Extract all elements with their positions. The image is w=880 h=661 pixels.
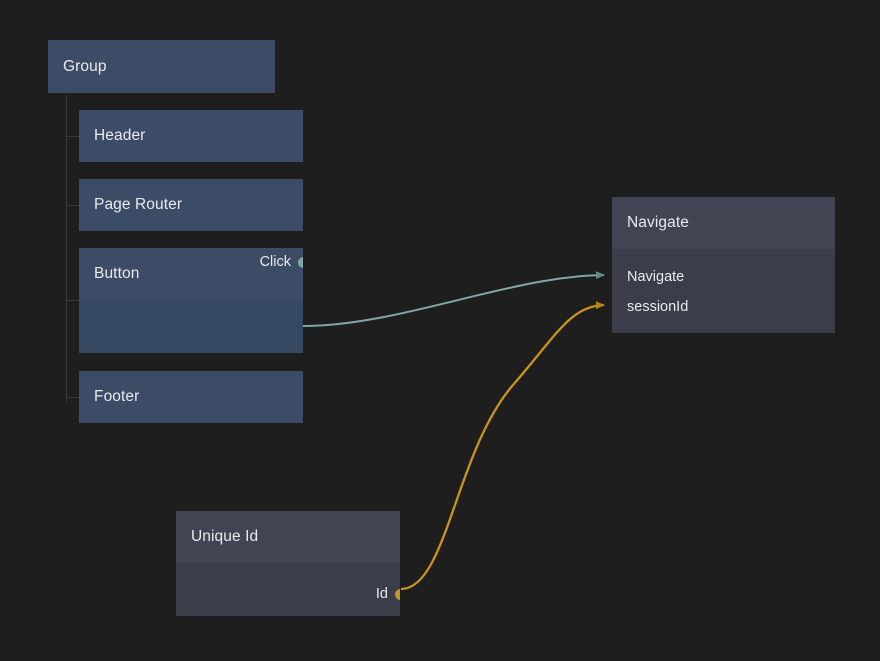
tree-stub-footer (66, 397, 79, 398)
node-navigate[interactable]: Navigate Navigate sessionId (612, 197, 835, 333)
tree-trunk-line (66, 95, 67, 402)
node-navigate-body: Navigate sessionId (612, 249, 835, 333)
node-footer[interactable]: Footer (79, 371, 303, 423)
port-out-button-click[interactable]: Click (260, 253, 303, 271)
port-dot-id[interactable] (394, 588, 400, 600)
port-out-unique-id-label: Id (375, 586, 388, 602)
node-unique-id[interactable]: Unique Id Id (176, 511, 400, 616)
node-button-title: Button (79, 248, 303, 300)
node-navigate-title: Navigate (612, 197, 835, 249)
port-in-navigate-exec-label: Navigate (627, 269, 685, 285)
node-page-router[interactable]: Page Router (79, 179, 303, 231)
node-header-title: Header (79, 110, 303, 162)
node-button-body: Click (79, 254, 303, 353)
port-in-navigate-sessionid-label: sessionId (627, 299, 689, 315)
tree-stub-page-router (66, 205, 79, 206)
tree-stub-button (66, 300, 79, 301)
edge-button-click-to-navigate (302, 271, 605, 327)
port-in-navigate-sessionid[interactable]: sessionId (612, 298, 688, 316)
tree-stub-header (66, 136, 79, 137)
node-group[interactable]: Group (48, 40, 275, 93)
node-page-router-title: Page Router (79, 179, 303, 231)
node-unique-id-body: Id (176, 563, 400, 616)
port-out-unique-id[interactable]: Id (376, 585, 400, 603)
node-header[interactable]: Header (79, 110, 303, 162)
node-button[interactable]: Button Click (79, 248, 303, 353)
port-in-navigate-exec[interactable]: Navigate (612, 268, 684, 286)
edge-uniqueid-id-to-sessionid (400, 301, 605, 591)
node-footer-title: Footer (79, 371, 303, 423)
node-unique-id-title: Unique Id (176, 511, 400, 563)
node-group-title: Group (48, 40, 275, 93)
port-dot-click[interactable] (297, 256, 303, 268)
port-out-button-click-label: Click (259, 254, 291, 270)
